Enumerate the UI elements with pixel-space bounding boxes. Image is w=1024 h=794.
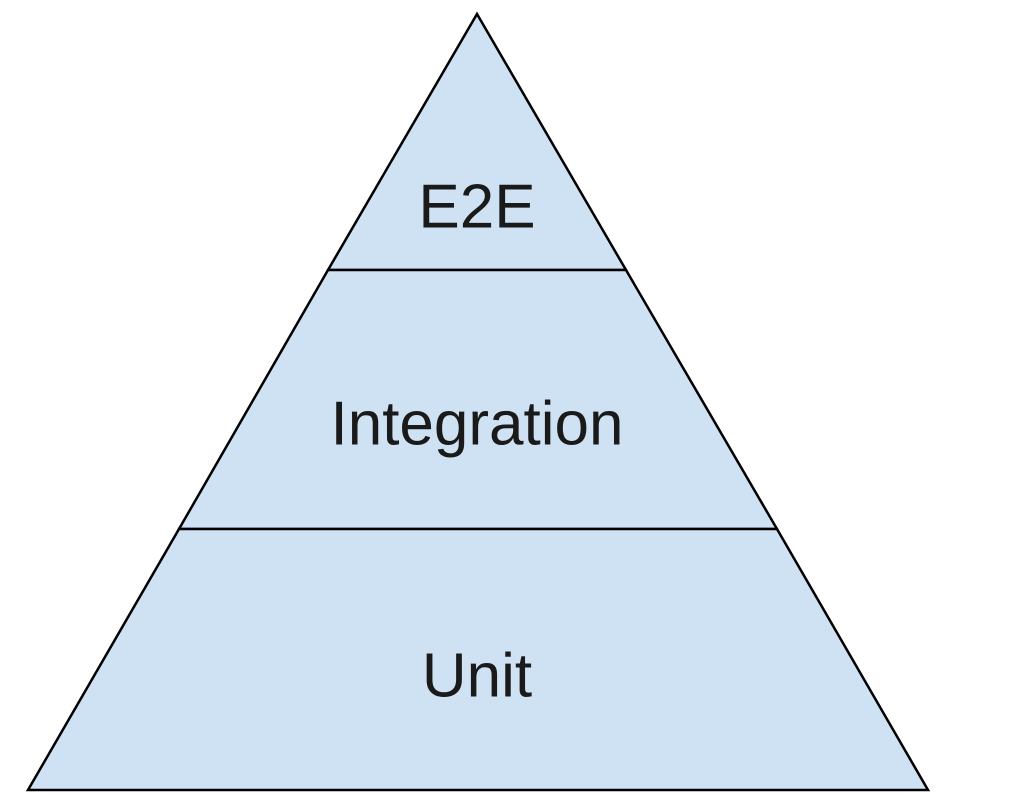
tier-label-middle: Integration bbox=[331, 390, 624, 459]
pyramid-tier-bottom bbox=[25, 527, 931, 792]
tier-label-bottom: Unit bbox=[422, 642, 532, 711]
tier-label-top: E2E bbox=[418, 173, 535, 242]
